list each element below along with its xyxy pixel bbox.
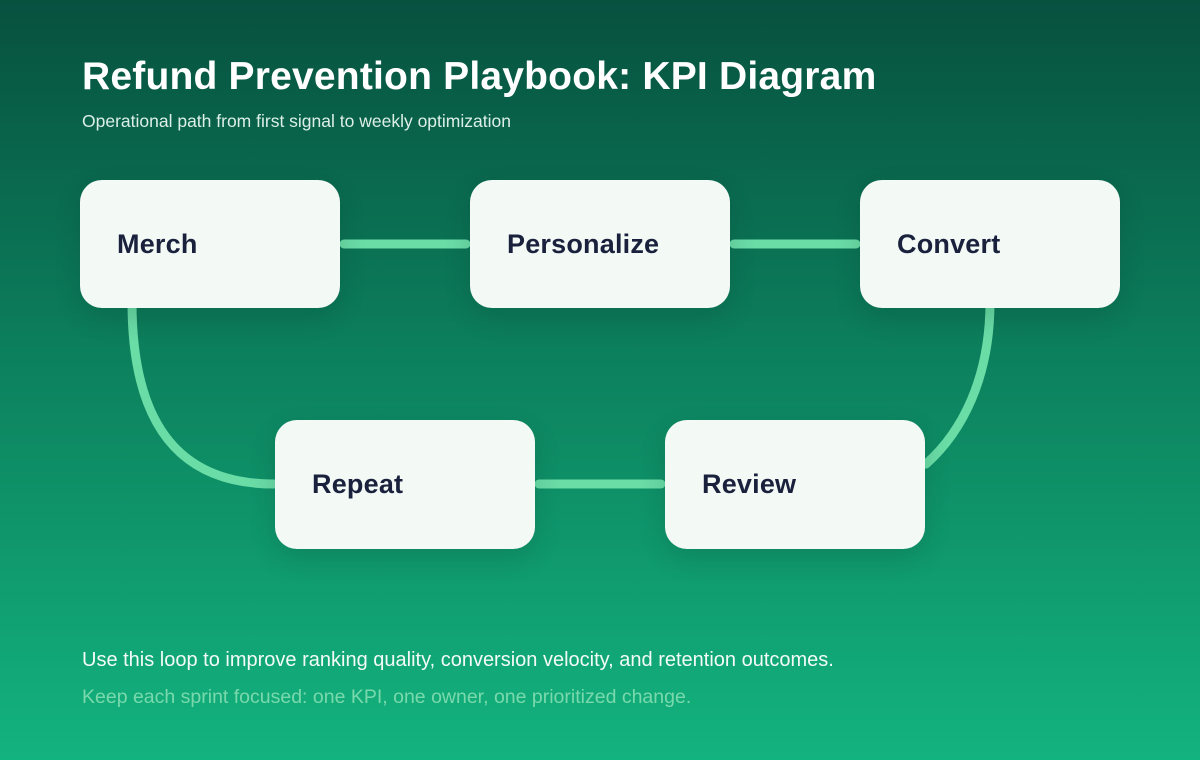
node-repeat-label: Repeat	[312, 469, 404, 499]
node-review-label: Review	[702, 469, 797, 499]
node-convert-label: Convert	[897, 228, 1001, 259]
connector-merch-repeat-curve	[127, 297, 279, 489]
header: Refund Prevention Playbook: KPI Diagram …	[82, 54, 876, 132]
page-title: Refund Prevention Playbook: KPI Diagram	[82, 55, 877, 98]
node-personalize: Personalize	[470, 180, 730, 308]
node-repeat: Repeat	[275, 420, 535, 549]
node-review: Review	[665, 420, 925, 549]
page-subtitle: Operational path from first signal to we…	[82, 111, 511, 131]
node-personalize-label: Personalize	[507, 228, 660, 259]
footer-primary-text: Use this loop to improve ranking quality…	[82, 649, 834, 671]
node-merch: Merch	[80, 180, 340, 308]
node-merch-label: Merch	[117, 228, 198, 259]
footer-secondary-text: Keep each sprint focused: one KPI, one o…	[82, 686, 692, 708]
node-convert: Convert	[860, 180, 1120, 308]
connector-convert-review-curve	[921, 297, 995, 469]
footer: Use this loop to improve ranking quality…	[82, 648, 834, 709]
